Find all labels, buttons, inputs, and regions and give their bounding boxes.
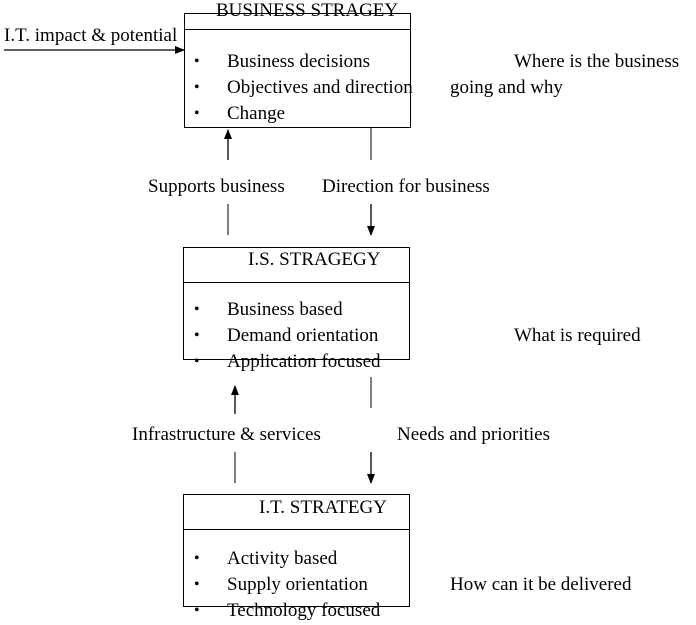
bullet-icon: • <box>194 301 200 318</box>
bullet-icon: • <box>194 550 200 567</box>
business-item-label: Business decisions <box>227 51 371 72</box>
bullet-icon: • <box>194 327 200 344</box>
direction-business-label: Direction for business <box>322 176 490 197</box>
business-strategy-title: BUSINESS STRAGEY <box>216 0 399 21</box>
bullet-icon: • <box>194 79 200 96</box>
it-item-label: Activity based <box>227 548 338 569</box>
infrastructure-services-label: Infrastructure & services <box>132 424 321 445</box>
is-strategy-divider <box>183 282 409 283</box>
it-item-label: Technology focused <box>227 600 381 621</box>
business-side-note-line1: Where is the business <box>514 51 680 72</box>
bullet-icon: • <box>194 105 200 122</box>
it-strategy-title: I.T. STRATEGY <box>259 497 387 518</box>
bullet-icon: • <box>194 602 200 619</box>
it-strategy-box <box>183 494 410 607</box>
business-strategy-divider <box>184 29 410 30</box>
it-side-note: How can it be delivered <box>450 574 632 595</box>
needs-priorities-label: Needs and priorities <box>397 424 551 445</box>
business-item-label: Change <box>227 103 286 124</box>
is-item-label: Application focused <box>227 351 381 372</box>
it-item-label: Supply orientation <box>227 574 368 595</box>
business-item-label: Objectives and direction <box>227 77 413 98</box>
business-strategy-box <box>184 13 411 128</box>
it-strategy-divider <box>183 529 409 530</box>
is-item-label: Business based <box>227 299 343 320</box>
bullet-icon: • <box>194 53 200 70</box>
bullet-icon: • <box>194 353 200 370</box>
is-strategy-box <box>183 247 410 360</box>
is-strategy-title: I.S. STRAGEGY <box>248 249 381 270</box>
bullet-icon: • <box>194 576 200 593</box>
supports-business-label: Supports business <box>148 176 285 197</box>
is-side-note: What is required <box>514 325 641 346</box>
it-impact-label: I.T. impact & potential <box>4 25 178 46</box>
is-item-label: Demand orientation <box>227 325 379 346</box>
business-side-note-line2: going and why <box>450 77 563 98</box>
